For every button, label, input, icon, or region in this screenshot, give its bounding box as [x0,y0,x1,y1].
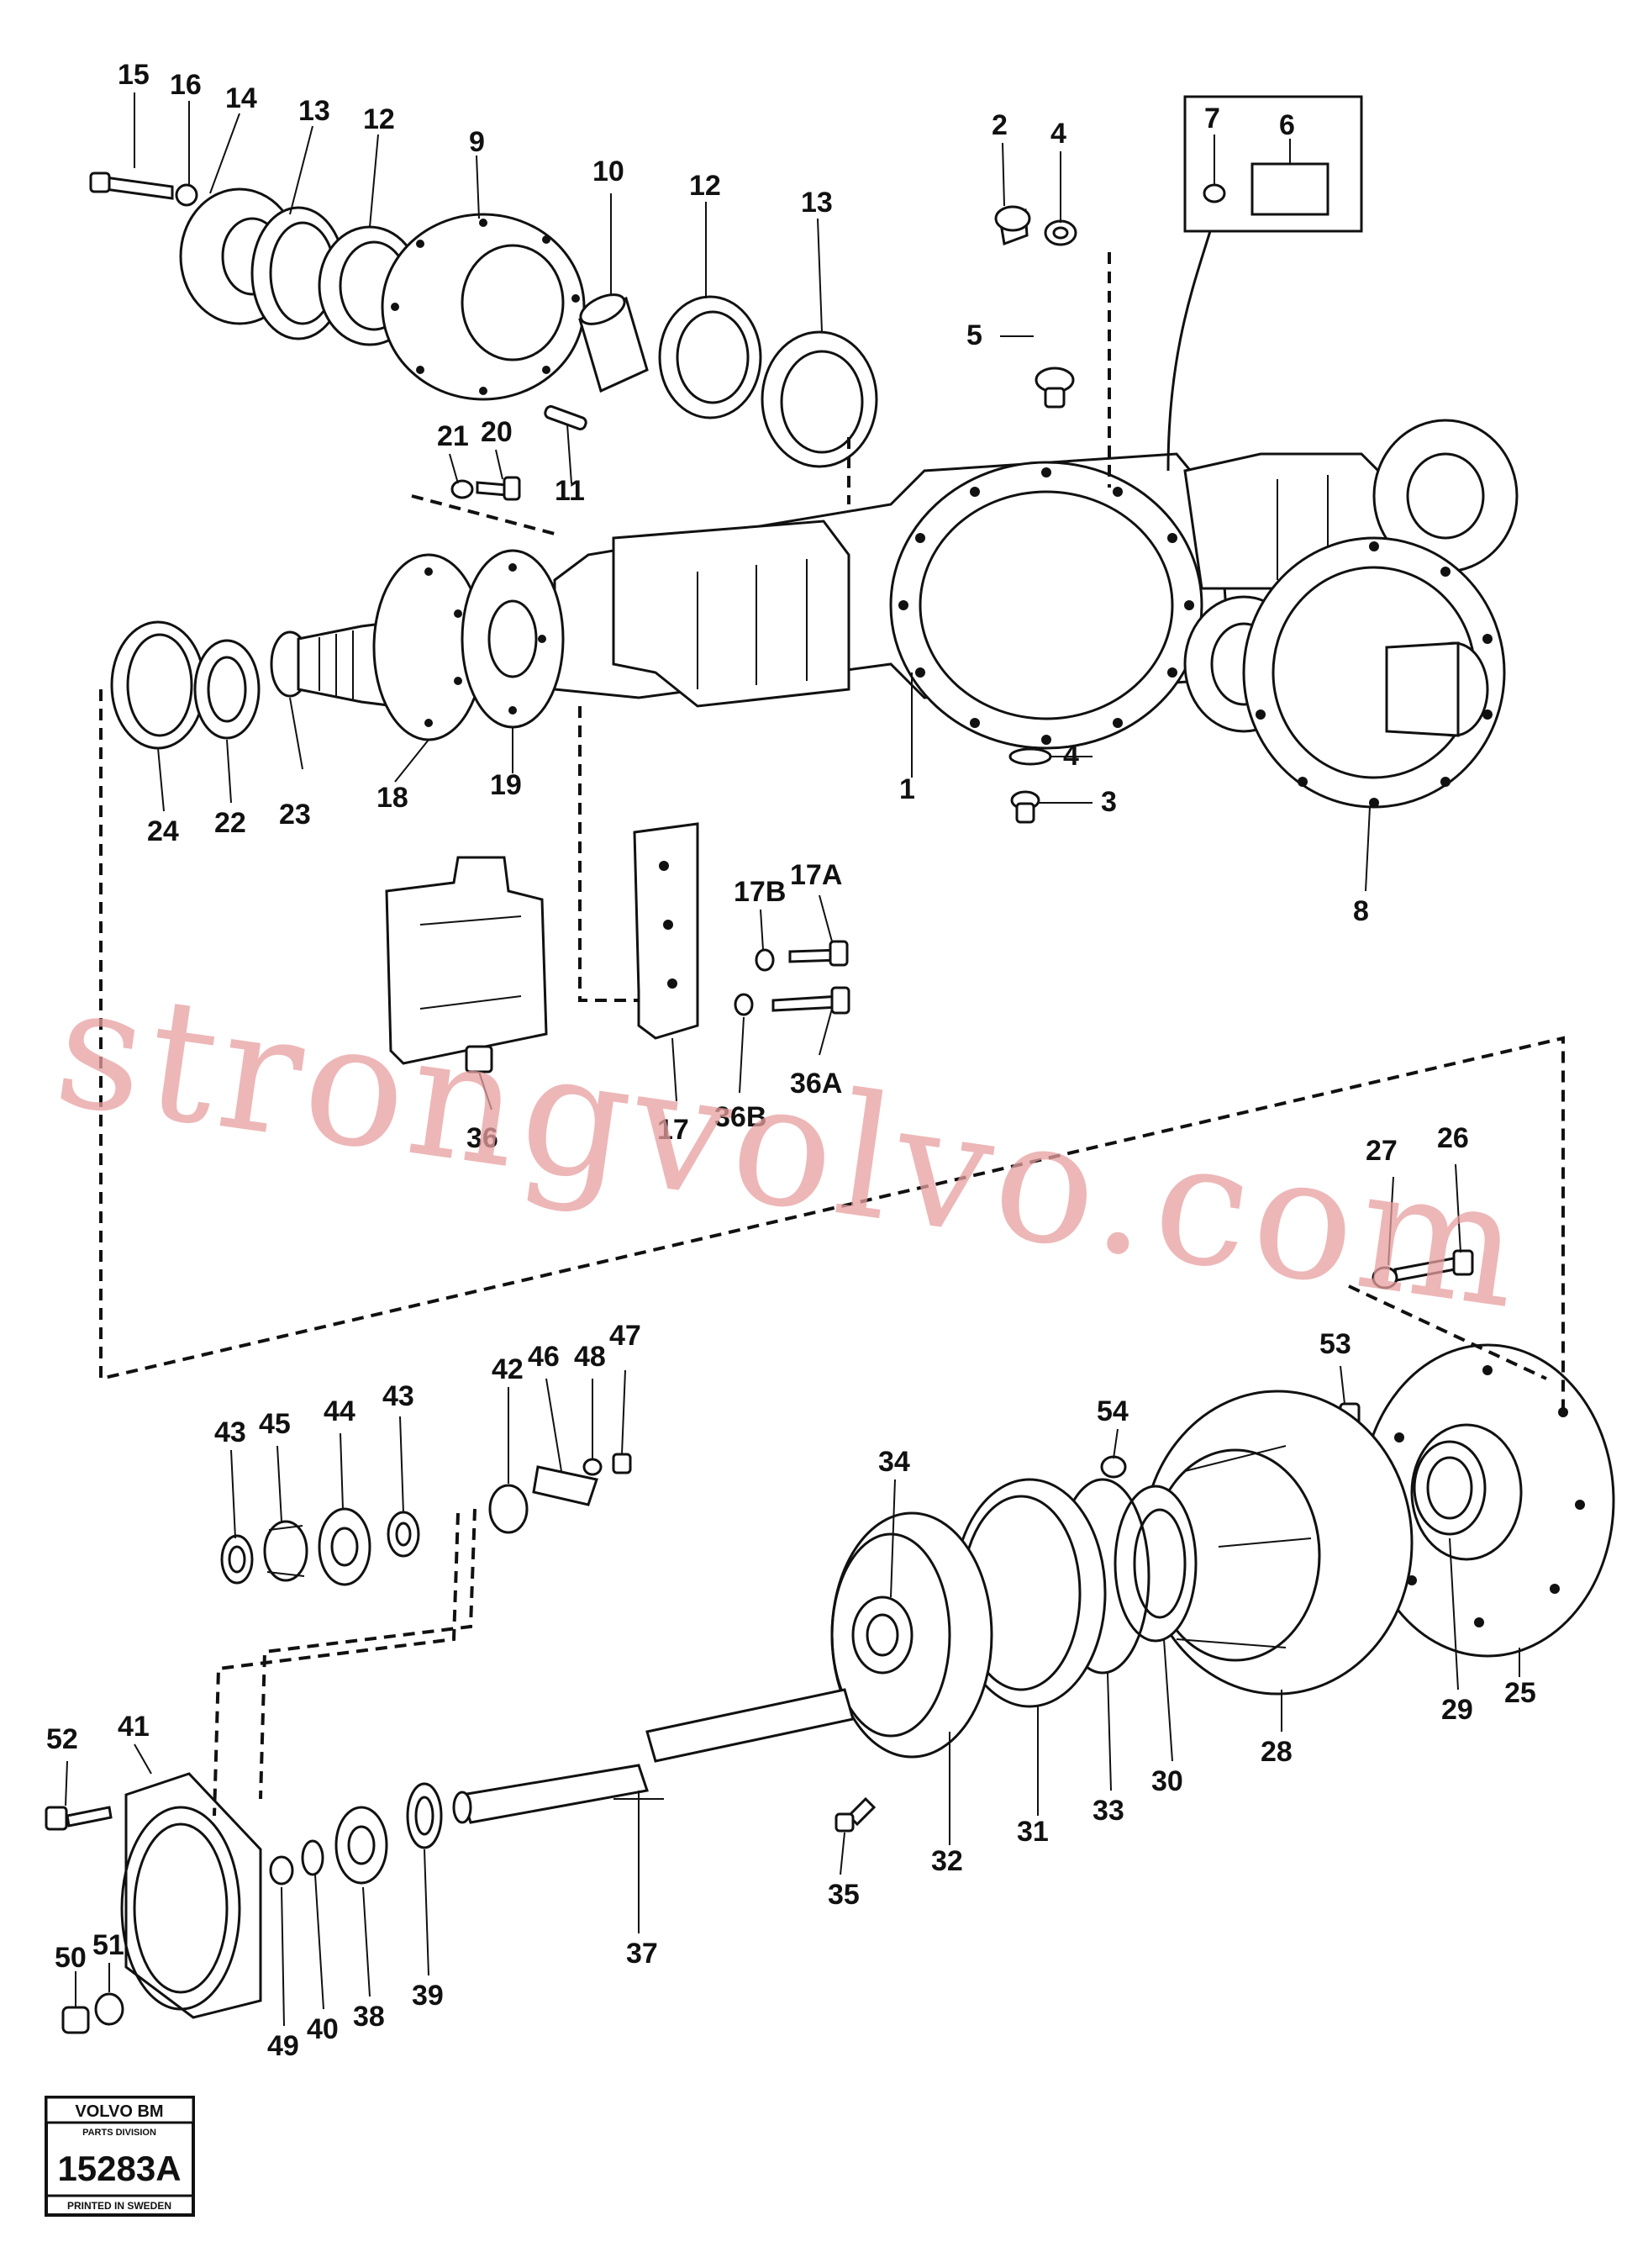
label-54: 54 [1097,1395,1129,1427]
label-3: 3 [1101,786,1117,818]
label-50: 50 [55,1942,87,1974]
label-36b: 36B [714,1101,766,1133]
label-15: 15 [118,59,150,91]
planetary-parts [45,1249,1615,2034]
label-4b: 4 [1063,740,1079,772]
label-40: 40 [307,2013,339,2045]
label-30: 30 [1151,1765,1183,1797]
assembly-connectors [99,252,1565,1817]
label-12b: 12 [689,170,721,202]
plugs-and-breather [994,205,1077,824]
badge-footer: PRINTED IN SWEDEN [67,2200,171,2212]
label-38: 38 [353,2001,385,2033]
label-23: 23 [279,799,311,831]
brake-caliper-parts [385,822,850,1073]
label-44: 44 [324,1395,355,1427]
callout-labels: 15 16 14 13 12 9 10 12 13 2 4 7 6 5 21 2… [46,59,1536,2062]
label-37: 37 [626,1938,658,1970]
label-7: 7 [1204,103,1220,134]
volvo-bm-badge: VOLVO BM PARTS DIVISION 15283A PRINTED I… [45,2096,195,2217]
label-31: 31 [1017,1816,1049,1848]
label-33: 33 [1093,1795,1124,1827]
label-36a: 36A [790,1068,842,1100]
label-46: 46 [528,1341,560,1373]
axle-housing [553,419,1519,809]
label-13b: 13 [801,187,833,219]
label-10: 10 [592,156,624,187]
plate-inset [1166,95,1363,472]
label-12: 12 [363,103,395,135]
axle-shaft-parts [110,549,565,750]
label-43b: 43 [382,1380,414,1412]
leader-lines [65,92,1520,2027]
label-8: 8 [1353,895,1369,927]
label-4: 4 [1050,118,1066,150]
label-47: 47 [609,1320,641,1352]
label-24: 24 [147,815,179,847]
label-36: 36 [466,1122,498,1154]
label-11: 11 [555,475,585,507]
label-51: 51 [92,1929,124,1961]
label-1: 1 [899,773,915,805]
label-14: 14 [225,82,257,114]
label-43: 43 [214,1416,246,1448]
label-42: 42 [492,1353,524,1385]
label-49: 49 [267,2030,299,2062]
label-28: 28 [1261,1736,1293,1768]
label-32: 32 [931,1845,963,1877]
badge-number: 15283A [57,2149,181,2188]
label-35: 35 [828,1879,860,1911]
label-19: 19 [490,769,522,801]
label-5: 5 [966,319,982,351]
label-2: 2 [992,109,1008,141]
label-48: 48 [574,1341,606,1373]
badge-division: PARTS DIVISION [82,2128,156,2138]
label-16: 16 [170,69,202,101]
label-6: 6 [1279,109,1295,141]
label-26: 26 [1437,1122,1469,1154]
label-18: 18 [376,782,408,814]
label-27: 27 [1366,1135,1398,1167]
label-53: 53 [1319,1328,1351,1360]
label-9: 9 [469,126,485,158]
label-41: 41 [118,1711,150,1743]
label-17a: 17A [790,859,842,891]
label-52: 52 [46,1723,78,1755]
label-45: 45 [259,1408,291,1440]
label-21: 21 [437,420,469,452]
label-17b: 17B [734,876,786,908]
label-39: 39 [412,1980,444,2012]
label-13: 13 [298,95,330,127]
label-29: 29 [1441,1694,1473,1726]
label-17: 17 [657,1114,689,1146]
badge-brand: VOLVO BM [75,2102,163,2121]
top-left-hub-parts [89,171,878,501]
label-34: 34 [878,1446,910,1478]
label-25: 25 [1504,1677,1536,1709]
label-22: 22 [214,807,246,839]
label-20: 20 [481,416,513,448]
